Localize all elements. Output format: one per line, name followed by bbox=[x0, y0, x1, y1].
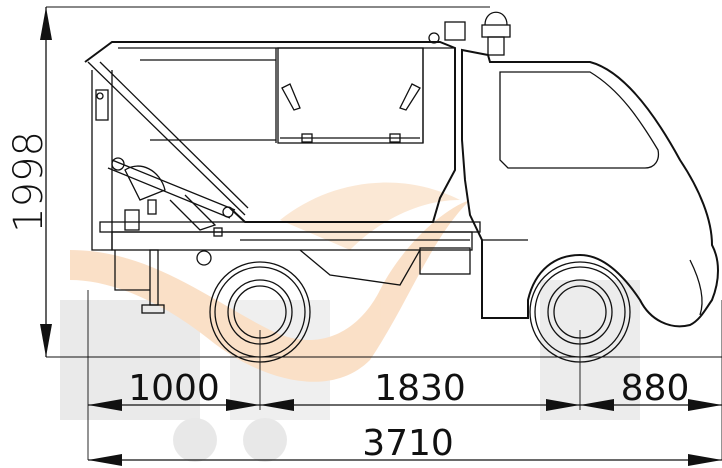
axle-dimensions: 1000 1830 880 bbox=[88, 368, 722, 411]
overall-length-label: 3710 bbox=[362, 423, 454, 464]
extension-lines bbox=[46, 6, 722, 460]
chassis bbox=[99, 221, 481, 314]
front-wheel bbox=[529, 261, 631, 363]
height-dimension: 1998 bbox=[6, 7, 52, 357]
overall-length-dimension: 3710 bbox=[88, 423, 722, 466]
truck-cab bbox=[461, 48, 719, 328]
front-overhang-label: 880 bbox=[621, 368, 690, 409]
rear-wheel bbox=[209, 261, 311, 363]
height-dimension-label: 1998 bbox=[6, 131, 52, 233]
refuse-body bbox=[84, 11, 511, 251]
rear-overhang-label: 1000 bbox=[128, 368, 220, 409]
watermark bbox=[60, 182, 640, 462]
wheelbase-label: 1830 bbox=[374, 368, 466, 409]
